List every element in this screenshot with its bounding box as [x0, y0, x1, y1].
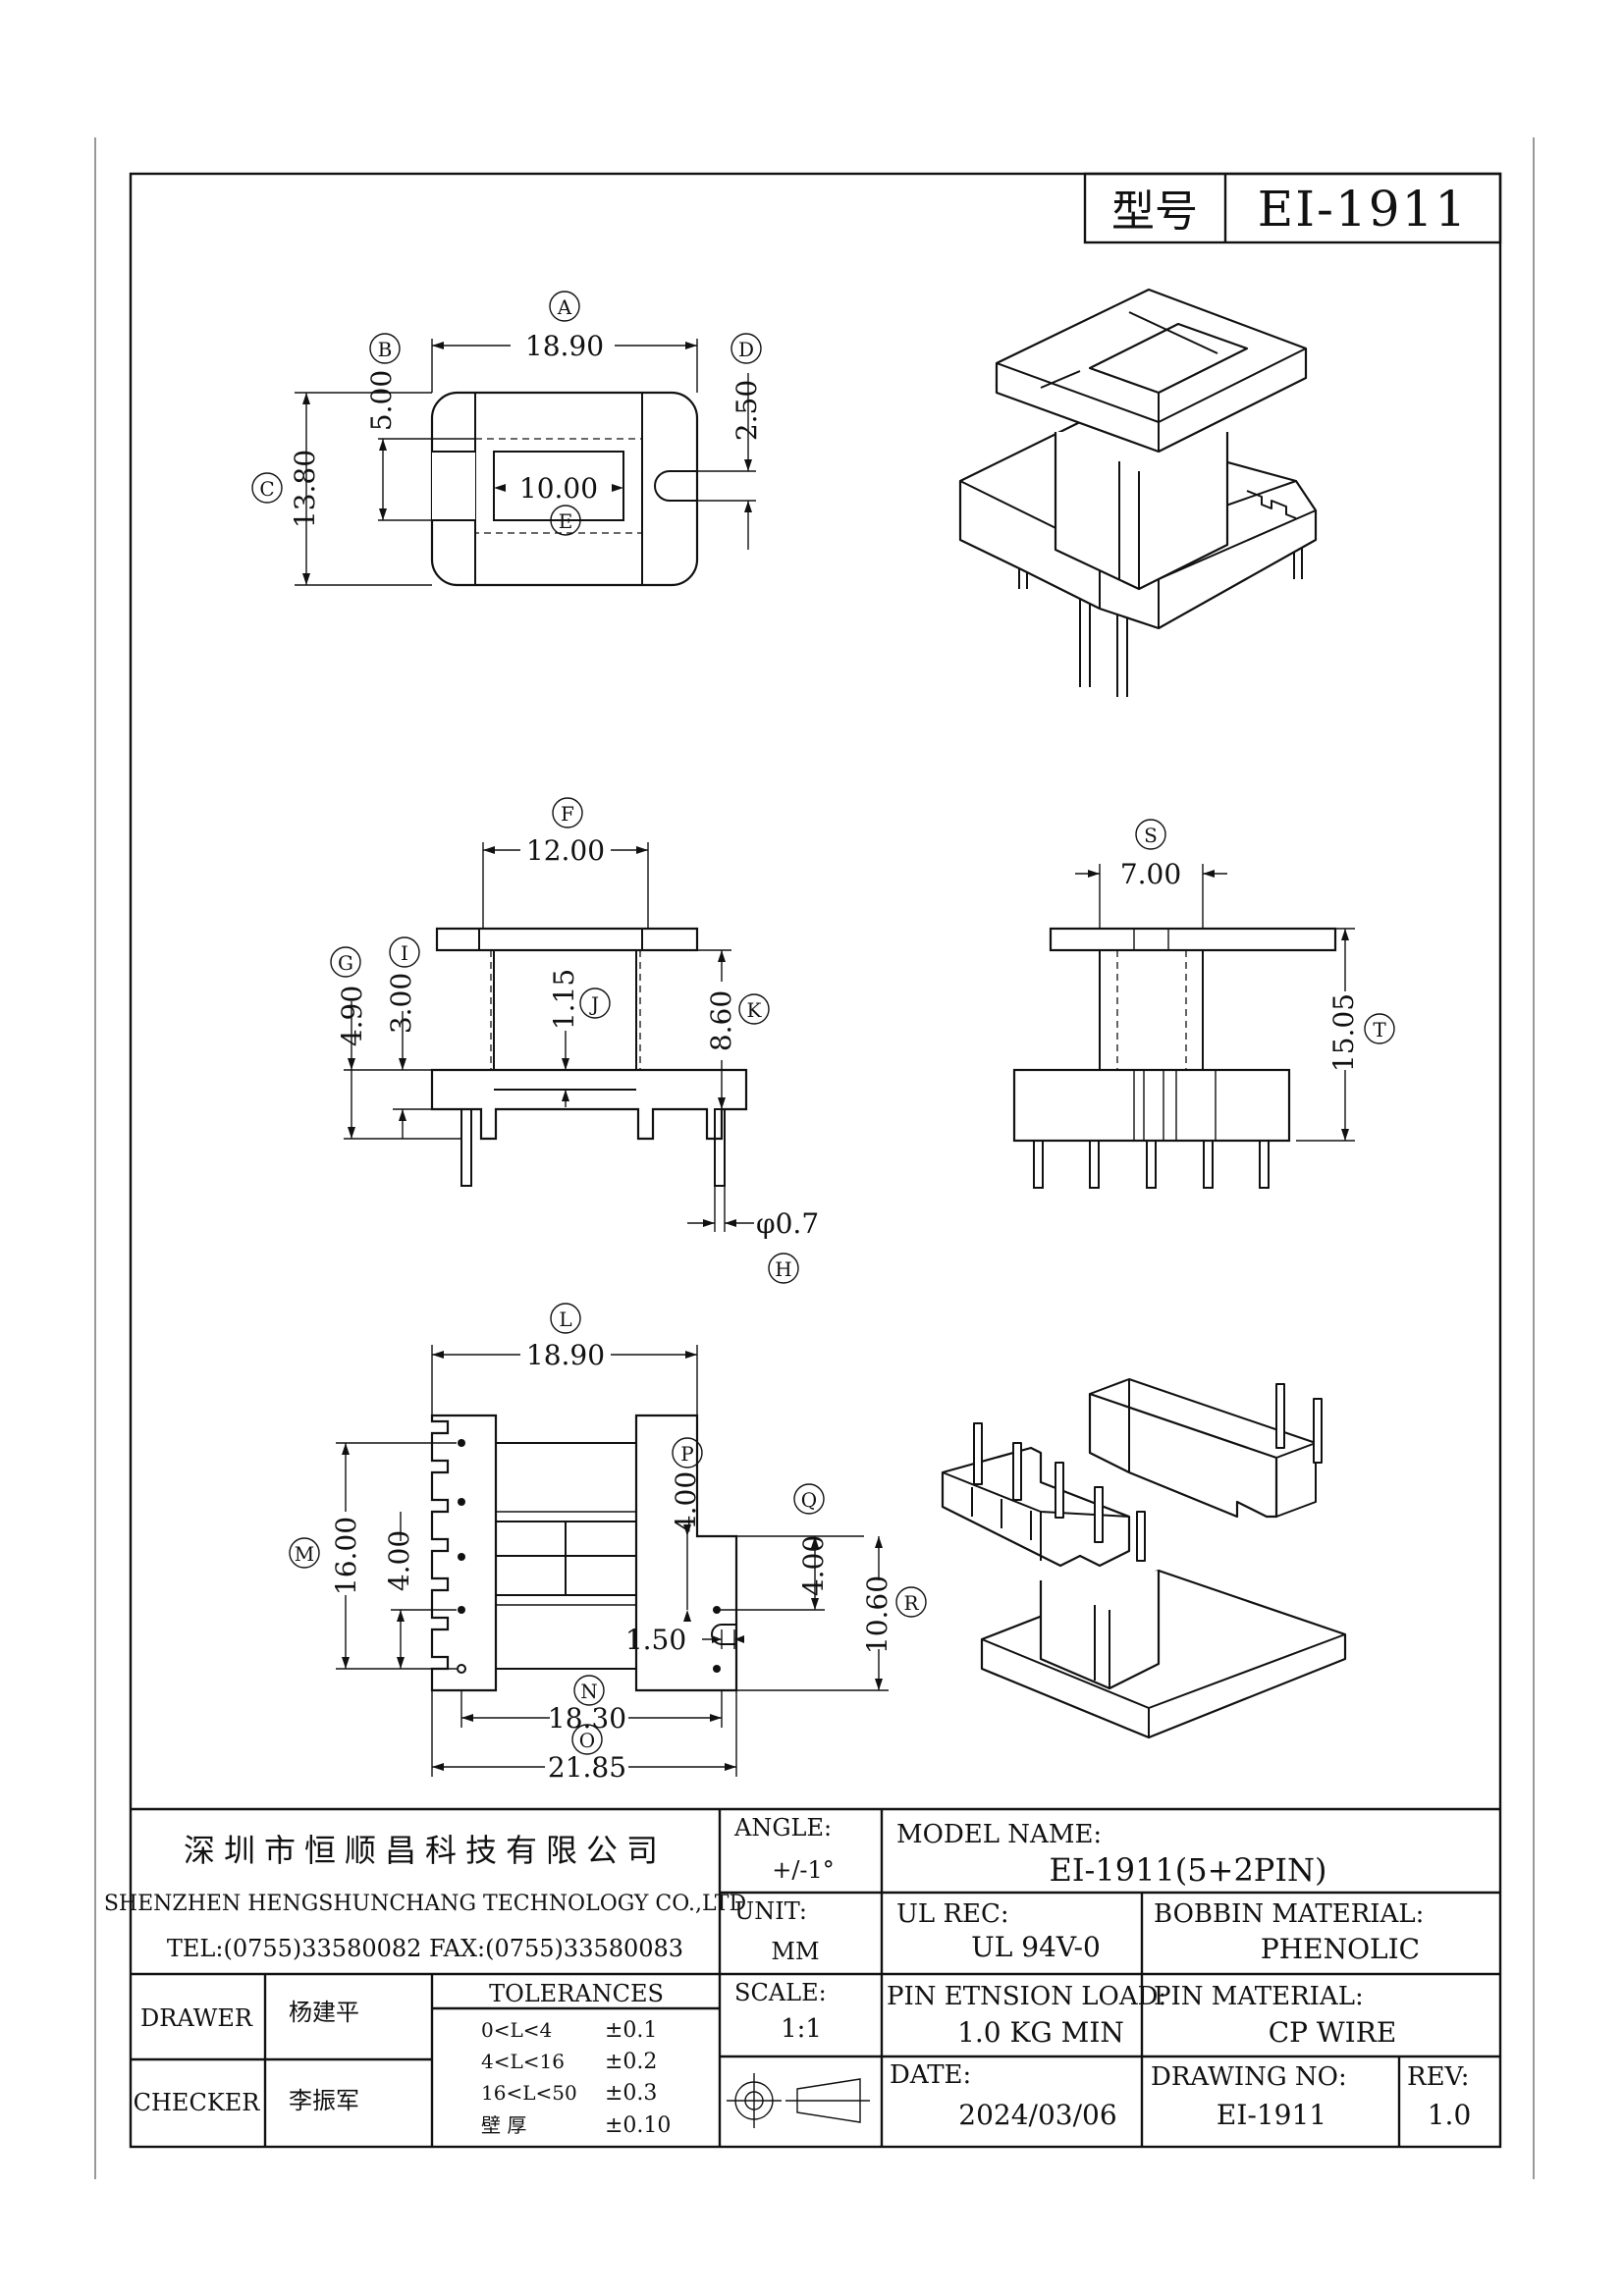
dim-L-letter: L: [559, 1308, 571, 1331]
drawer-label: DRAWER: [140, 2004, 253, 2032]
dim-J-value: 1.15: [548, 969, 580, 1030]
dim-O-letter: O: [579, 1729, 595, 1752]
dim-G-letter: G: [338, 951, 353, 975]
dim-N-value: 18.30: [548, 1702, 626, 1735]
dim-S-value: 7.00: [1120, 858, 1181, 890]
unit-value: MM: [771, 1938, 819, 1965]
bobbin-material-label: BOBBIN MATERIAL:: [1154, 1899, 1424, 1929]
model-label: 型号: [1111, 187, 1198, 237]
tolerance-value-2: ±0.2: [605, 2050, 657, 2074]
dim-R-letter: R: [903, 1591, 919, 1615]
tolerance-value-1: ±0.1: [605, 2018, 657, 2043]
model-code: EI-1911: [1258, 181, 1468, 238]
dim-A-value: 18.90: [525, 330, 604, 362]
dim-B-letter: B: [378, 338, 393, 361]
drawer-name: 杨建平: [289, 1999, 359, 2026]
bottom-view: 18.90 L 16.00 M 4.00 4.00 P 4.00 Q: [289, 1303, 927, 1784]
dim-H-letter: H: [775, 1257, 791, 1281]
dim-D-value: 2.50: [730, 380, 763, 441]
top-view: 18.90 A 5.00 B 13.80 C 2.50 D 10.00 E: [251, 291, 763, 587]
pin-tension-value: 1.0 KG MIN: [957, 2016, 1124, 2049]
bobbin-material-value: PHENOLIC: [1261, 1933, 1420, 1965]
projection-symbol-icon: [727, 2073, 870, 2128]
dim-L-value: 18.90: [526, 1339, 605, 1371]
tolerance-range-1: 0<L<4: [481, 2018, 552, 2042]
dim-G-value: 4.90: [336, 986, 368, 1046]
drawing-no-value: EI-1911: [1217, 2099, 1326, 2131]
company-name-en: SHENZHEN HENGSHUNCHANG TECHNOLOGY CO.,LT…: [104, 1892, 746, 1916]
ul-rec-value: UL 94V-0: [971, 1931, 1101, 1963]
company-name-cn: 深圳市恒顺昌科技有限公司: [184, 1832, 667, 1869]
pin-material-label: PIN MATERIAL:: [1154, 1982, 1364, 2011]
dim-N-letter: N: [580, 1680, 598, 1703]
angle-label: ANGLE:: [733, 1814, 832, 1842]
rev-label: REV:: [1407, 2062, 1469, 2092]
angle-value: +/-1°: [772, 1856, 835, 1884]
isometric-view-top: [958, 288, 1318, 697]
dim-P-letter: P: [680, 1442, 693, 1466]
dim-M-letter: M: [295, 1542, 314, 1566]
dim-Q-letter: Q: [801, 1488, 817, 1512]
pin-material-value: CP WIRE: [1269, 2016, 1397, 2049]
ul-rec-label: UL REC:: [896, 1899, 1009, 1929]
isometric-view-bottom: [941, 1378, 1347, 1739]
tolerance-range-4: 壁 厚: [481, 2113, 526, 2137]
dim-P-value: 4.00: [670, 1471, 702, 1532]
dim-D-letter: D: [738, 338, 754, 361]
side-view: 7.00 S 15.05 T: [1012, 819, 1395, 1189]
model-name-label: MODEL NAME:: [896, 1820, 1102, 1849]
tolerance-range-3: 16<L<50: [481, 2081, 577, 2105]
dim-C-value: 13.80: [289, 450, 321, 528]
rev-value: 1.0: [1428, 2099, 1472, 2131]
company-contact: TEL:(0755)33580082 FAX:(0755)33580083: [167, 1935, 683, 1962]
drawing-frame: [129, 172, 1502, 2149]
checker-label: CHECKER: [134, 2089, 261, 2116]
dim-B-value: 5.00: [365, 370, 398, 431]
scale-label: SCALE:: [734, 1979, 827, 2006]
drawing-no-label: DRAWING NO:: [1151, 2062, 1347, 2092]
dim-M-inner-value: 4.00: [383, 1530, 415, 1591]
dim-A-letter: A: [557, 295, 572, 319]
title-block: 深圳市恒顺昌科技有限公司 SHENZHEN HENGSHUNCHANG TECH…: [104, 1807, 1500, 2147]
dim-T-letter: T: [1373, 1018, 1386, 1041]
scale-value: 1:1: [781, 2014, 822, 2044]
tolerance-value-3: ±0.3: [605, 2081, 657, 2106]
date-value: 2024/03/06: [958, 2099, 1116, 2131]
dim-O-value: 21.85: [548, 1751, 626, 1784]
dim-F-value: 12.00: [526, 834, 605, 867]
dim-I-letter: I: [401, 941, 408, 965]
dim-C-letter: C: [259, 477, 274, 501]
dim-K-letter: K: [747, 998, 763, 1022]
dim-E-value: 10.00: [519, 472, 598, 505]
title-cell: 型号 EI-1911: [1083, 172, 1502, 244]
dim-S-letter: S: [1144, 824, 1158, 847]
dim-T-value: 15.05: [1327, 993, 1360, 1072]
date-label: DATE:: [890, 2060, 971, 2090]
dim-I-value: 3.00: [385, 973, 417, 1034]
front-view: 12.00 F 4.90 G 3.00 I 1.15 J 8.60 K: [330, 797, 819, 1284]
dim-F-letter: F: [561, 802, 574, 826]
tolerance-value-4: ±0.10: [605, 2113, 671, 2138]
model-name-value: EI-1911(5+2PIN): [1050, 1851, 1327, 1889]
pin-tension-label: PIN ETNSION LOAD:: [887, 1982, 1166, 2011]
dim-H-value: φ0.7: [756, 1207, 819, 1240]
dim-M-value: 16.00: [330, 1517, 362, 1595]
tolerances-header: TOLERANCES: [489, 1980, 664, 2007]
dim-pin-gap-value: 1.50: [625, 1624, 686, 1656]
tolerance-range-2: 4<L<16: [481, 2050, 565, 2073]
dim-R-value: 10.60: [861, 1575, 893, 1654]
unit-label: UNIT:: [734, 1897, 807, 1925]
dim-K-value: 8.60: [705, 990, 737, 1051]
dim-E-letter: E: [559, 509, 573, 533]
dim-Q-value: 4.00: [797, 1535, 830, 1596]
checker-name: 李振军: [289, 2087, 359, 2114]
dim-J-letter: J: [589, 992, 599, 1016]
